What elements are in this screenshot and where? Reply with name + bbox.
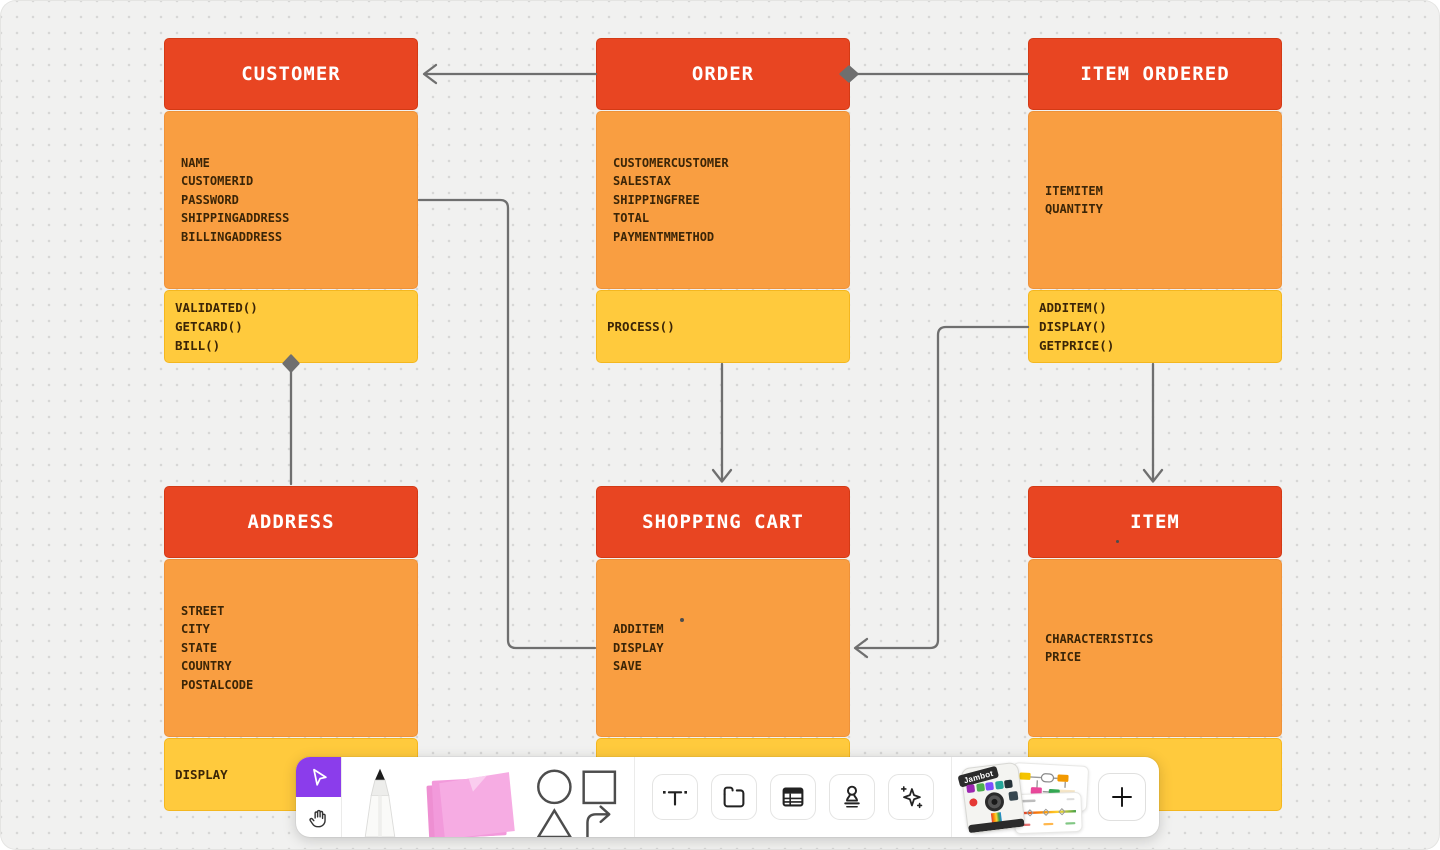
toolbar-divider — [341, 757, 342, 837]
toolbar: Jambot — [296, 757, 1159, 837]
ai-sparkle-icon — [900, 786, 923, 809]
class-attributes: NAME CUSTOMERID PASSWORD SHIPPINGADDRESS… — [164, 111, 418, 289]
class-methods: ADDITEM() DISPLAY() GETPRICE() — [1028, 290, 1282, 363]
class-title: CUSTOMER — [241, 63, 341, 85]
attribute: PRICE — [1045, 650, 1082, 664]
class-header: CUSTOMER — [164, 38, 418, 110]
class-box-order[interactable]: ORDER CUSTOMERCUSTOMER SALESTAX SHIPPING… — [596, 38, 850, 364]
method: VALIDATED() — [175, 300, 258, 315]
select-tool-button[interactable] — [296, 757, 341, 797]
templates-widgets-button[interactable]: Jambot — [956, 757, 1094, 837]
attribute: POSTALCODE — [181, 677, 254, 692]
class-box-customer[interactable]: CUSTOMER NAME CUSTOMERID PASSWORD SHIPPI… — [164, 38, 418, 364]
class-title: ORDER — [691, 63, 755, 85]
hand-icon — [309, 809, 326, 827]
attribute: NAME — [181, 155, 210, 170]
text-tool-icon — [663, 791, 687, 806]
draw-tools-group — [342, 757, 634, 837]
connector-order-to-customer[interactable] — [422, 63, 598, 85]
attribute: SALESTAX — [613, 174, 671, 189]
sticky-note-icon[interactable] — [422, 765, 518, 837]
connector-customer-to-shopping-cart[interactable] — [417, 198, 597, 650]
class-attributes: ITEMITEM QUANTITY — [1028, 111, 1282, 289]
marker-pen-icon[interactable] — [354, 765, 406, 837]
ai-sparkle-button[interactable] — [888, 774, 934, 820]
attribute: STREET — [181, 603, 225, 618]
attribute: ITEMITEM — [1045, 183, 1103, 198]
method: PROCESS() — [607, 319, 675, 334]
attribute: PAYMENTMMETHOD — [613, 229, 715, 244]
shape-circle-icon — [537, 769, 572, 805]
attribute: SHIPPINGADDRESS — [181, 211, 290, 226]
method: ADDITEM() — [1039, 300, 1107, 315]
attribute: CITY — [181, 622, 210, 637]
class-header: ITEM ORDERED — [1028, 38, 1282, 110]
text-tool-button[interactable] — [652, 774, 698, 820]
attribute: ADDITEM — [613, 622, 664, 637]
hand-tool-button[interactable] — [296, 797, 341, 837]
attribute: SAVE — [613, 659, 642, 674]
shape-square-icon — [582, 770, 617, 805]
jambot-camera-face — [968, 791, 1025, 833]
jambot-widget-thumbnail: Jambot — [957, 761, 1026, 835]
method: DISPLAY — [175, 767, 228, 782]
connector-item-ordered-to-item[interactable] — [1142, 362, 1164, 483]
attribute: SHIPPINGFREE — [613, 192, 700, 207]
attribute: DISPLAY — [613, 640, 664, 655]
stamp-tool-icon — [844, 785, 860, 808]
select-tool-group — [296, 757, 341, 837]
toolbar-divider — [951, 757, 952, 837]
class-methods: VALIDATED() GETCARD() BILL() — [164, 290, 418, 363]
section-tool-button[interactable] — [711, 774, 757, 820]
class-attributes: ADDITEM DISPLAY SAVE — [596, 559, 850, 737]
shape-arrow-icon — [586, 805, 611, 837]
connector-item-ordered-to-order[interactable] — [839, 65, 1030, 83]
method: GETPRICE() — [1039, 338, 1115, 353]
class-box-shopping-cart[interactable]: SHOPPING CART ADDITEM DISPLAY SAVE — [596, 486, 850, 812]
method: DISPLAY() — [1039, 319, 1107, 334]
class-methods: PROCESS() — [596, 290, 850, 363]
class-header: ORDER — [596, 38, 850, 110]
attribute: PASSWORD — [181, 192, 239, 207]
section-tool-icon — [723, 786, 745, 808]
attribute: QUANTITY — [1045, 202, 1103, 216]
method: BILL() — [175, 338, 221, 353]
attribute: CUSTOMERID — [181, 174, 254, 189]
attribute: BILLINGADDRESS — [181, 229, 283, 244]
class-title: ITEM ORDERED — [1080, 63, 1230, 85]
class-title: ITEM — [1130, 511, 1180, 533]
class-attributes: STREET CITY STATE COUNTRY POSTALCODE — [164, 559, 418, 737]
stray-pen-mark — [680, 618, 684, 622]
shape-triangle-icon — [536, 808, 572, 837]
class-header: ADDRESS — [164, 486, 418, 558]
attribute: TOTAL — [613, 211, 650, 226]
add-more-tools-button[interactable] — [1098, 773, 1146, 821]
attribute: CHARACTERISTICS — [1045, 631, 1154, 646]
class-box-item-ordered[interactable]: ITEM ORDERED ITEMITEM QUANTITY ADDITEM()… — [1028, 38, 1282, 364]
attribute: CUSTOMERCUSTOMER — [613, 155, 729, 170]
select-cursor-icon — [312, 768, 327, 786]
toolbar-divider — [634, 757, 635, 837]
plus-icon — [1112, 787, 1132, 807]
class-title: ADDRESS — [247, 511, 335, 533]
table-tool-button[interactable] — [770, 774, 816, 820]
connector-order-to-shopping-cart[interactable] — [711, 362, 733, 483]
method: GETCARD() — [175, 319, 243, 334]
attribute: COUNTRY — [181, 659, 232, 674]
object-tools-group — [635, 757, 951, 837]
class-header: ITEM — [1028, 486, 1282, 558]
connector-item-ordered-to-shopping-cart[interactable] — [853, 325, 1030, 659]
class-title: SHOPPING CART — [642, 511, 804, 533]
stray-pen-mark — [1116, 540, 1119, 543]
stamp-tool-button[interactable] — [829, 774, 875, 820]
class-header: SHOPPING CART — [596, 486, 850, 558]
attribute: STATE — [181, 640, 218, 655]
connector-address-to-customer[interactable] — [282, 354, 300, 486]
table-tool-icon — [782, 787, 804, 807]
shapes-tool-group[interactable] — [534, 767, 622, 837]
class-attributes: CHARACTERISTICS PRICE — [1028, 559, 1282, 737]
class-attributes: CUSTOMERCUSTOMER SALESTAX SHIPPINGFREE T… — [596, 111, 850, 289]
timeline-template-thumbnail — [1013, 791, 1083, 835]
